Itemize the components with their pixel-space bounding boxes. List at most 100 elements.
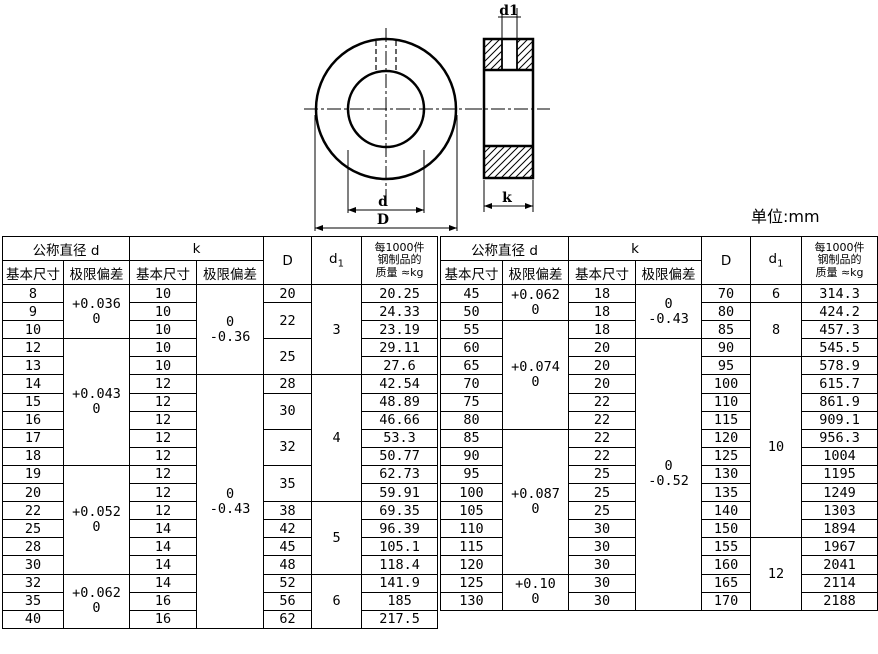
right-table-header: 公称直径 d k D d1 每1000件钢制品的质量 ≈kg 基本尺寸 极限偏差…	[440, 236, 878, 285]
d1-cell: 4	[311, 374, 363, 503]
mass-cell: 615.7	[801, 374, 878, 394]
header-limit-dev: 极限偏差	[634, 260, 703, 285]
d-cell: 13	[2, 356, 64, 376]
D-cell: 110	[701, 392, 752, 412]
k-cell: 12	[129, 410, 197, 430]
header-limit-dev: 极限偏差	[63, 260, 130, 285]
d-cell: 125	[440, 573, 503, 593]
header-nominal-d: 公称直径 d	[2, 236, 130, 261]
d-cell: 40	[2, 609, 64, 629]
k-cell: 10	[129, 338, 197, 358]
k-cell: 22	[568, 410, 636, 430]
mass-cell: 118.4	[361, 555, 439, 575]
d-cell: 110	[440, 519, 503, 539]
outer-circle-D	[314, 37, 458, 181]
mass-cell: 185	[361, 591, 439, 611]
section-outline	[482, 37, 535, 180]
d-cell: 75	[440, 392, 503, 412]
d-cell: 19	[2, 464, 64, 485]
k-cell: 12	[129, 464, 197, 485]
mass-cell: 1195	[801, 464, 878, 485]
d-cell: 20	[2, 483, 64, 503]
D-cell: 56	[263, 591, 313, 611]
D-cell: 155	[701, 537, 752, 557]
k-cell: 18	[568, 283, 636, 304]
k-cell: 10	[129, 302, 197, 322]
mass-cell: 861.9	[801, 392, 878, 412]
D-cell: 32	[263, 428, 313, 466]
mass-cell: 217.5	[361, 609, 439, 629]
d1-cell: 6	[750, 283, 803, 304]
D-cell: 135	[701, 483, 752, 503]
header-d1: d1	[311, 236, 363, 285]
D-cell: 130	[701, 464, 752, 485]
D-arrow-left	[315, 225, 323, 231]
d1-dimension-label: d1	[499, 3, 519, 19]
header-limit-dev: 极限偏差	[195, 260, 265, 285]
D-cell: 95	[701, 356, 752, 376]
mass-cell: 50.77	[361, 446, 439, 466]
right-table: 公称直径 d k D d1 每1000件钢制品的质量 ≈kg 基本尺寸 极限偏差…	[440, 236, 878, 611]
D-cell: 28	[263, 374, 313, 394]
D-cell: 22	[263, 302, 313, 340]
k-cell: 25	[568, 464, 636, 485]
k-cell: 30	[568, 555, 636, 575]
D-cell: 70	[701, 283, 752, 304]
d-cell: 55	[440, 320, 503, 340]
D-cell: 62	[263, 609, 313, 629]
D-cell: 100	[701, 374, 752, 394]
d-cell: 17	[2, 428, 64, 448]
d-cell: 12	[2, 338, 64, 358]
d-cell: 30	[2, 555, 64, 575]
mass-cell: 909.1	[801, 410, 878, 430]
d-cell: 90	[440, 446, 503, 466]
mass-cell: 1249	[801, 483, 878, 503]
section-hatch-top-right	[516, 38, 534, 71]
D-cell: 42	[263, 519, 313, 539]
left-table: 公称直径 d k D d1 每1000件钢制品的质量 ≈kg 基本尺寸 极限偏差…	[2, 236, 439, 629]
d-cell: 25	[2, 519, 64, 539]
k-cell: 25	[568, 483, 636, 503]
header-mass: 每1000件钢制品的质量 ≈kg	[801, 236, 878, 285]
k-arrow-right	[525, 203, 533, 209]
d1-cell: 10	[750, 356, 803, 539]
mass-cell: 2188	[801, 591, 878, 611]
mass-cell: 578.9	[801, 356, 878, 376]
D-cell: 25	[263, 338, 313, 376]
header-basic-size: 基本尺寸	[129, 260, 197, 285]
k-cell: 10	[129, 283, 197, 304]
k-cell: 14	[129, 573, 197, 593]
mass-cell: 48.89	[361, 392, 439, 412]
d-cell: 80	[440, 410, 503, 430]
header-d1: d1	[750, 236, 803, 285]
D-cell: 20	[263, 283, 313, 304]
k-cell: 30	[568, 573, 636, 593]
header-basic-size: 基本尺寸	[2, 260, 64, 285]
k-cell: 16	[129, 609, 197, 629]
d-cell: 8	[2, 283, 64, 304]
header-k: k	[567, 236, 703, 261]
k-cell: 18	[568, 320, 636, 340]
k-dev-cell: 0-0.52	[634, 338, 703, 611]
d-cell: 65	[440, 356, 503, 376]
header-basic-size: 基本尺寸	[440, 260, 503, 285]
d-cell: 35	[2, 591, 64, 611]
